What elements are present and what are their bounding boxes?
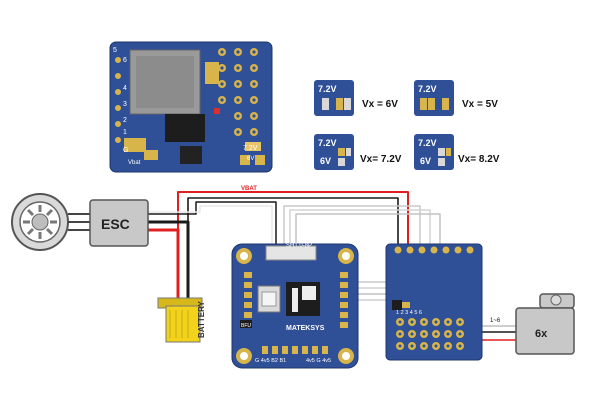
jumper-6v-top: 7.2V	[318, 84, 337, 94]
motor	[11, 193, 90, 251]
esc-label: ESC	[101, 216, 130, 232]
pdb-left-labels: 6 4 3 2 1 G Vbat	[123, 57, 141, 166]
servo-label: 6x	[535, 328, 548, 340]
pdb-label-2: 2	[123, 117, 127, 124]
fc-brand: MATEKSYS	[286, 325, 325, 332]
jumper-6v: 7.2V Vx = 6V	[314, 80, 398, 116]
fc-connector-label: SH1.0-8P	[286, 243, 312, 249]
esc-power-red	[146, 228, 180, 262]
jumper-6v-setting: Vx = 6V	[362, 99, 398, 110]
esc-power-black	[146, 220, 190, 262]
jumper-8v2: 7.2V 6V Vx= 8.2V	[414, 134, 500, 170]
servo-pdb-numbers: 1 2 3 4 5 6	[396, 310, 422, 316]
signal-wire-2	[289, 209, 431, 246]
pdb-label-6: 6	[123, 57, 127, 64]
jumper-5v: 7.2V Vx = 5V	[414, 80, 498, 116]
jumper-8v2-top: 7.2V	[418, 138, 437, 148]
jumper-8v2-setting: Vx= 8.2V	[458, 154, 500, 165]
jumper-8v2-bottom: 6V	[420, 156, 431, 166]
battery: BATTERY	[157, 297, 206, 343]
jumper-7v2-bottom: 6V	[320, 156, 331, 166]
vbat-wire-label: VBAT	[241, 186, 257, 192]
pdb-left-pads	[115, 57, 121, 143]
regulator-chip	[165, 114, 205, 142]
jumper-7v2-setting: Vx= 7.2V	[360, 154, 402, 165]
pdb-label-g: G	[123, 147, 128, 154]
esc-signal-wire-2	[146, 205, 273, 245]
flight-controller: SH1.0-8P BFU MATEKSYS G 4v5 B2 B1 4v5 G …	[231, 243, 359, 369]
fc-bottom-labels-2: 4v5 G 4v5	[306, 358, 331, 364]
servo-pdb-top-pads	[394, 246, 474, 254]
pdb-label-3: 3	[123, 101, 127, 108]
servo: 6x	[515, 293, 575, 355]
jumper-5v-setting: Vx = 5V	[462, 99, 498, 110]
fc-top-connector	[265, 245, 317, 261]
pdb-label-1: 1	[123, 129, 127, 136]
jumper-5v-top: 7.2V	[418, 84, 437, 94]
battery-label: BATTERY	[197, 300, 206, 338]
esc-signal-wire	[146, 201, 277, 245]
fc-side-label: BFU	[241, 323, 251, 329]
jumper-7v2-top: 7.2V	[318, 138, 337, 148]
esc-module: ESC	[89, 199, 149, 247]
voltage-jumper-panel: 7.2V Vx = 6V 7.2V Vx = 5V 7.2V 6V Vx= 7.…	[314, 80, 500, 170]
signal-wire-3	[295, 213, 441, 246]
pdb-board-top: 5 6 4 3 2 1 G Vbat 7.2V 6V	[109, 41, 273, 173]
pdb-label-4: 4	[123, 85, 127, 92]
servo-channel-label: 1~6	[490, 318, 501, 324]
pdb-label-vbat: Vbat	[128, 160, 141, 166]
pdb-jumper-label: 7.2V	[243, 145, 258, 152]
pdb-label-5: 5	[113, 47, 117, 54]
jumper-7v2: 7.2V 6V Vx= 7.2V	[314, 134, 402, 170]
vbat-wire	[177, 191, 409, 262]
pdb-jumper-label-2: 6V	[247, 156, 254, 162]
servo-pdb: 1 2 3 4 5 6	[385, 243, 483, 361]
signal-wire-1	[283, 205, 421, 246]
fc-bottom-labels: G 4v5 B2 B1	[255, 358, 286, 364]
pdb-pin-grid	[218, 48, 258, 136]
fc-bfu-box	[240, 320, 252, 328]
